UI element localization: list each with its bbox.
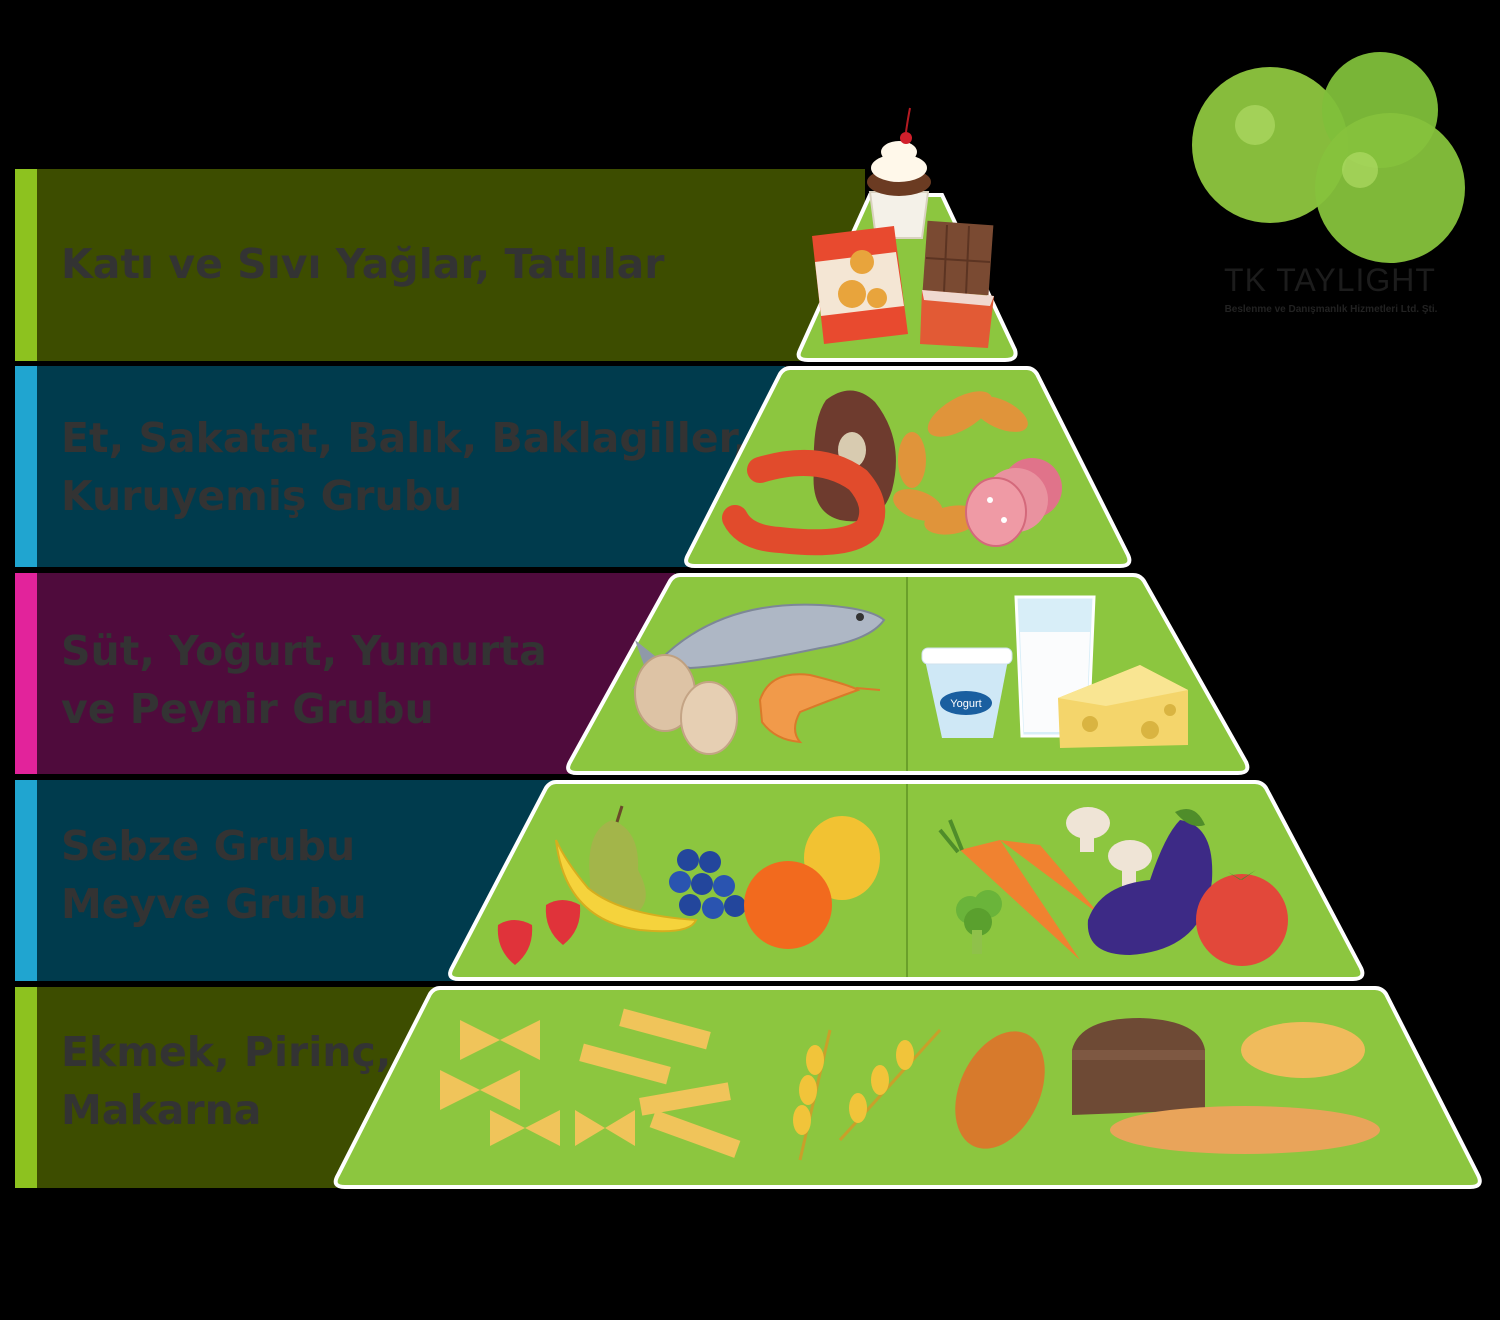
salami-icon bbox=[965, 458, 1062, 547]
green-apples-icon bbox=[1192, 52, 1465, 263]
level-label-grains: Ekmek, Pirinç, Makarna bbox=[61, 1028, 392, 1134]
yogurt-label: Yogurt bbox=[950, 698, 981, 710]
chocolate-bar-icon bbox=[920, 220, 994, 348]
strawberry-icon bbox=[497, 900, 581, 965]
egg-icon bbox=[634, 654, 738, 755]
bread-loaf-icon bbox=[955, 1031, 1045, 1149]
band-accent bbox=[15, 366, 37, 567]
baguette-icon bbox=[1110, 1106, 1380, 1154]
brown-bread-icon bbox=[1072, 1018, 1205, 1115]
tomato-icon bbox=[1196, 870, 1288, 966]
level-label-meat-legumes: Et, Sakatat, Balık, Baklagiller, Kuruyem… bbox=[61, 414, 749, 520]
band-fill bbox=[37, 366, 785, 567]
broccoli-icon bbox=[956, 890, 1002, 954]
carrot-icon bbox=[938, 819, 1100, 960]
bun-icon bbox=[1241, 1022, 1365, 1078]
level-label-sweets-fats: Katı ve Sıvı Yağlar, Tatlılar bbox=[61, 240, 665, 288]
cheese-icon bbox=[1058, 665, 1188, 748]
cupcake-icon bbox=[867, 107, 931, 239]
penne-pasta-icon bbox=[579, 1008, 741, 1158]
wheat-icon bbox=[793, 1028, 942, 1161]
eggplant-icon bbox=[1087, 808, 1213, 955]
band-dairy-eggs: Süt, Yoğurt, Yumurta ve Peynir Grubu bbox=[15, 573, 675, 774]
band-accent bbox=[15, 780, 37, 981]
band-sweets-fats: Katı ve Sıvı Yağlar, Tatlılar bbox=[15, 169, 865, 361]
farfalle-pasta-icon bbox=[440, 1020, 635, 1146]
level-label-vegetables-fruits: Sebze Grubu Meyve Grubu bbox=[61, 822, 367, 928]
logo-subtitle: Beslenme ve Danışmanlık Hizmetleri Ltd. … bbox=[1224, 304, 1438, 315]
banana-icon bbox=[555, 839, 698, 933]
mushroom-icon bbox=[1066, 807, 1152, 886]
grapes-icon bbox=[669, 849, 746, 919]
band-fill bbox=[37, 573, 675, 774]
band-accent bbox=[15, 169, 37, 361]
band-meat-legumes: Et, Sakatat, Balık, Baklagiller, Kuruyem… bbox=[15, 366, 785, 567]
logo-title: TK TAYLIGHT bbox=[1224, 262, 1436, 298]
band-accent bbox=[15, 987, 37, 1188]
pear-icon bbox=[589, 805, 646, 920]
chips-bag-icon bbox=[812, 226, 908, 344]
shrimp-icon bbox=[758, 673, 881, 744]
band-accent bbox=[15, 573, 37, 774]
orange-icon bbox=[744, 861, 832, 949]
yogurt-cup-icon: Yogurt bbox=[921, 647, 1013, 738]
band-fill bbox=[37, 169, 865, 361]
level-label-dairy-eggs: Süt, Yoğurt, Yumurta ve Peynir Grubu bbox=[61, 627, 547, 733]
